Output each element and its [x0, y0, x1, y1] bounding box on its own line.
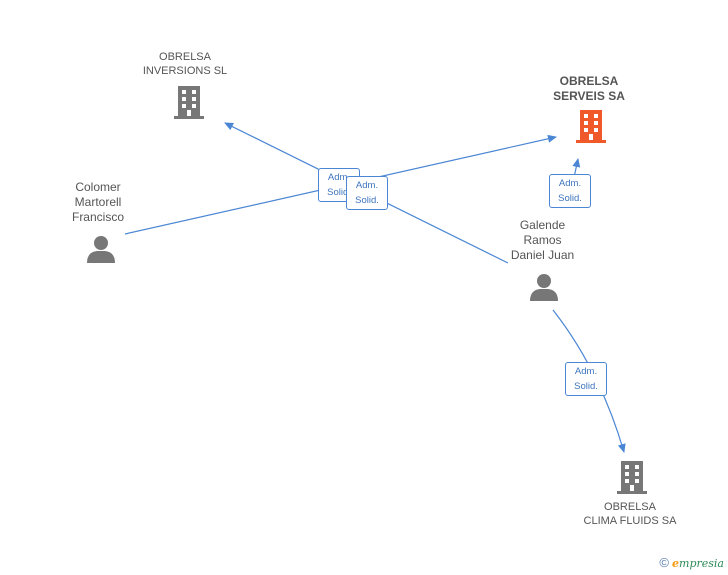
company-name-line1: OBRELSA	[559, 74, 619, 88]
relation-badge-galende-serveis[interactable]: Adm. Solid.	[549, 174, 591, 208]
company-label-inversions: OBRELSA INVERSIONS SL	[135, 50, 235, 78]
person-icon[interactable]	[529, 272, 559, 302]
person-name-line3: Francisco	[71, 210, 124, 224]
company-name-line1: OBRELSA	[159, 51, 211, 63]
person-name-line2: Martorell	[74, 195, 122, 209]
person-name-line2: Ramos	[523, 233, 562, 247]
copyright-icon: ©	[659, 555, 669, 570]
relation-role: Adm.	[574, 366, 598, 377]
building-icon-main[interactable]	[575, 108, 607, 144]
person-name-line1: Colomer	[75, 180, 121, 194]
person-name-line3: Daniel Juan	[510, 248, 575, 262]
person-icon[interactable]	[86, 234, 116, 264]
relation-type: Solid.	[574, 381, 598, 392]
relation-type: Solid.	[327, 187, 351, 198]
logo-text: mpresia	[679, 557, 724, 570]
relation-badge-galende-clima[interactable]: Adm. Solid.	[565, 362, 607, 396]
brand-footer: © empresia	[659, 555, 724, 570]
relation-type: Solid.	[558, 193, 582, 204]
relation-role: Adm.	[355, 180, 379, 191]
relation-role: Adm.	[558, 178, 582, 189]
building-icon[interactable]	[616, 459, 648, 495]
company-name-line2: CLIMA FLUIDS SA	[583, 515, 677, 527]
person-name-line1: Galende	[519, 218, 566, 232]
company-label-clima: OBRELSA CLIMA FLUIDS SA	[575, 500, 685, 528]
company-label-serveis: OBRELSA SERVEIS SA	[539, 74, 639, 104]
person-label-colomer: Colomer Martorell Francisco	[58, 180, 138, 225]
person-label-galende: Galende Ramos Daniel Juan	[500, 218, 585, 263]
relation-role: Adm.	[327, 172, 351, 183]
relation-type: Solid.	[355, 195, 379, 206]
empresia-logo[interactable]: empresia	[672, 557, 724, 570]
company-name-line2: INVERSIONS SL	[142, 65, 228, 77]
building-icon[interactable]	[173, 84, 205, 120]
company-name-line2: SERVEIS SA	[553, 89, 625, 103]
relation-badge-colomer-serveis[interactable]: Adm. Solid.	[346, 176, 388, 210]
logo-initial: e	[672, 557, 680, 570]
company-name-line1: OBRELSA	[604, 501, 656, 513]
